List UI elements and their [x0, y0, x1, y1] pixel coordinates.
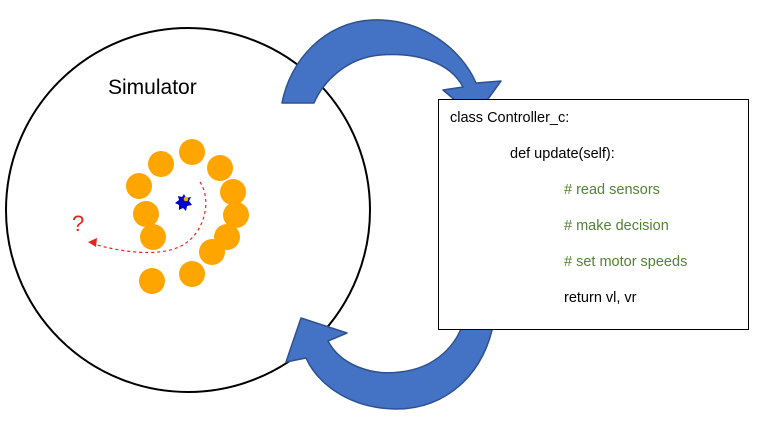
- code-line-def: def update(self):: [510, 146, 615, 162]
- obstacle: [223, 202, 249, 228]
- obstacle: [133, 201, 159, 227]
- code-comment-motor: # set motor speeds: [564, 254, 688, 270]
- question-mark: ?: [72, 211, 85, 236]
- obstacle: [179, 261, 205, 287]
- obstacle: [179, 139, 205, 165]
- top-cycle-arrow: [281, 19, 502, 118]
- code-line-return: return vl, vr: [564, 290, 637, 306]
- simulator-circle: [5, 27, 371, 393]
- code-comment-read: # read sensors: [564, 182, 660, 198]
- code-comment-decide: # make decision: [564, 218, 669, 234]
- controller-code-box: class Controller_c: def update(self): # …: [438, 99, 749, 330]
- simulator-label: Simulator: [108, 76, 197, 99]
- obstacle: [220, 179, 246, 205]
- obstacle: [199, 239, 225, 265]
- code-line-class: class Controller_c:: [450, 110, 570, 126]
- obstacle: [148, 151, 174, 177]
- obstacle: [126, 173, 152, 199]
- bottom-cycle-arrow: [285, 316, 495, 410]
- obstacle: [139, 268, 165, 294]
- robot-icon: [175, 194, 192, 211]
- obstacle-ring: [126, 139, 249, 294]
- robot-trajectory: [89, 181, 207, 254]
- trajectory-arrowhead: [88, 238, 97, 247]
- obstacle: [207, 155, 233, 181]
- obstacle: [140, 224, 166, 250]
